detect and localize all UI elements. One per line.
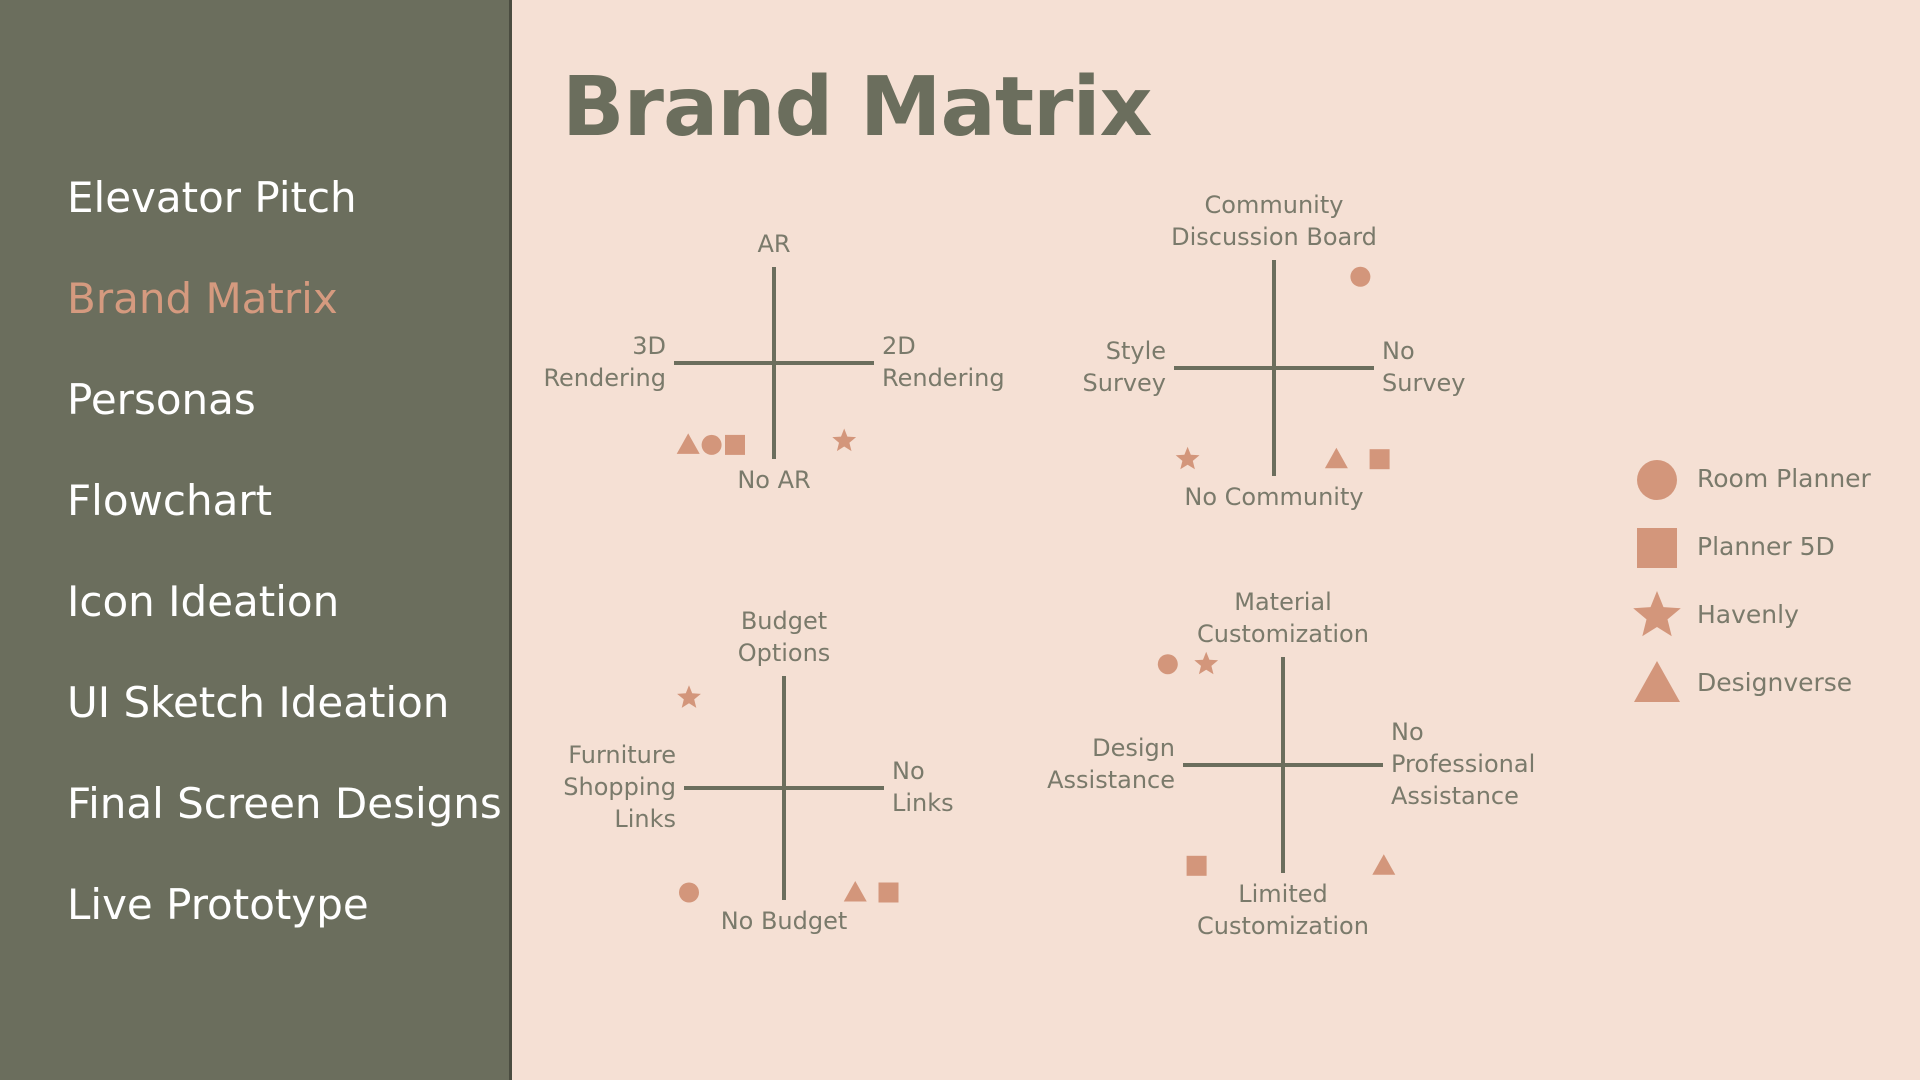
axis-label-left-line: Survey (1083, 369, 1166, 397)
axis-label-top-line: Budget (741, 607, 827, 635)
axis-label-top: AR (757, 230, 790, 258)
axis-label-left-line: Design (1092, 734, 1175, 762)
page-title: Brand Matrix (562, 60, 1152, 155)
sidebar-item-live-prototype[interactable]: Live Prototype (67, 880, 369, 929)
square-marker (1186, 855, 1207, 876)
axis-label-top-line: Options (738, 639, 831, 667)
axis-label-bottom: No Community (1184, 483, 1363, 511)
axis-label-left-line: Rendering (543, 364, 666, 392)
star-marker (1175, 446, 1200, 470)
axis-label-left-line: Links (614, 805, 676, 833)
sidebar-item-elevator-pitch[interactable]: Elevator Pitch (67, 173, 357, 222)
axis-label-bottom: No AR (737, 466, 810, 494)
axis-label-left-line: Style (1106, 337, 1166, 365)
sidebar-item-ui-sketch-ideation[interactable]: UI Sketch Ideation (67, 678, 450, 727)
axis-label-left-line: Assistance (1047, 766, 1175, 794)
legend-item-designverse: Designverse (1634, 661, 1852, 702)
sidebar-item-final-screen-designs[interactable]: Final Screen Designs (67, 779, 502, 828)
axis-label-top-line: Community (1205, 191, 1344, 219)
square-marker (1369, 449, 1390, 470)
axis-label-bottom-line: Customization (1197, 912, 1369, 940)
triangle-marker (676, 433, 700, 454)
brand-matrix: AR No AR 3D Rendering 2D Rendering CommunityDi… (543, 191, 1872, 940)
legend-label: Room Planner (1697, 464, 1872, 493)
axis-label-right-line: No (1382, 337, 1415, 365)
axis-label-right-line: Rendering (882, 364, 1005, 392)
matrix-quadrant-4: MaterialCustomizationLimitedCustomizatio… (1047, 588, 1535, 940)
circle-marker (1350, 266, 1371, 287)
circle-marker (701, 434, 722, 455)
axis-label-left-line: Furniture (568, 741, 676, 769)
sidebar-item-icon-ideation[interactable]: Icon Ideation (67, 577, 340, 626)
axis-label-left-line: 3D (632, 332, 666, 360)
axis-label-top-line: Customization (1197, 620, 1369, 648)
star-icon (1633, 591, 1681, 637)
square-marker (725, 434, 745, 455)
legend-item-room-planner: Room Planner (1637, 460, 1872, 500)
axis-label-right: 2D Rendering (882, 332, 1005, 392)
star-marker (832, 428, 857, 452)
axis-label-left: 3D Rendering (543, 332, 666, 392)
axis-label-left-line: Shopping (563, 773, 676, 801)
circle-marker (1157, 654, 1178, 675)
axis-label-top-line: Discussion Board (1171, 223, 1377, 251)
legend-item-planner-5d: Planner 5D (1637, 528, 1835, 568)
main-content: Brand Matrix AR No AR 3D Rendering 2D Renderi… (512, 0, 1920, 1080)
circle-marker (679, 882, 699, 903)
axis-label-right-line: Assistance (1391, 782, 1519, 810)
axis-label-right-line: Links (892, 789, 954, 817)
square-marker (878, 882, 899, 903)
legend-item-havenly: Havenly (1633, 591, 1799, 637)
triangle-marker (843, 881, 867, 902)
axis-label-top-line: AR (757, 230, 790, 258)
axis-label-bottom-line: No Community (1184, 483, 1363, 511)
axis-label-bottom-line: No Budget (721, 907, 848, 935)
axis-label-bottom-line: Limited (1238, 880, 1328, 908)
sidebar-item-personas[interactable]: Personas (67, 375, 256, 424)
axis-label-right-line: 2D (882, 332, 916, 360)
legend-label: Planner 5D (1697, 532, 1835, 561)
triangle-marker (1372, 854, 1396, 875)
star-marker (1194, 651, 1219, 675)
axis-label-right-line: No (1391, 718, 1424, 746)
matrix-quadrant-1: AR No AR 3D Rendering 2D Rendering (543, 230, 1004, 494)
sidebar-item-flowchart[interactable]: Flowchart (67, 476, 273, 525)
legend-label: Havenly (1697, 600, 1799, 629)
sidebar-item-brand-matrix[interactable]: Brand Matrix (67, 274, 338, 323)
axis-label-right-line: No (892, 757, 925, 785)
circle-icon (1637, 460, 1677, 500)
axis-label-bottom: No Budget (721, 907, 848, 935)
axis-label-top-line: Material (1234, 588, 1332, 616)
axis-label-right-line: Survey (1382, 369, 1465, 397)
triangle-marker (1324, 447, 1348, 469)
square-icon (1637, 528, 1677, 568)
axis-label-bottom-line: No AR (737, 466, 810, 494)
star-marker (677, 685, 701, 708)
axis-label-right-line: Professional (1391, 750, 1535, 778)
legend-label: Designverse (1697, 668, 1852, 697)
triangle-icon (1634, 661, 1680, 702)
